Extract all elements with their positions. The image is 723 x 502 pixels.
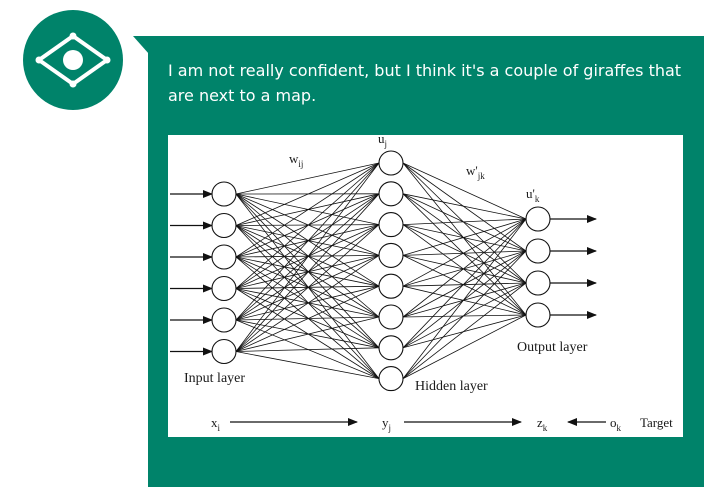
input-hidden-connection xyxy=(235,255,380,352)
hidden-output-connection xyxy=(402,255,527,284)
hidden-output-connection xyxy=(402,162,527,252)
output-node xyxy=(525,238,551,264)
input-hidden-connection xyxy=(235,162,380,226)
output-layer-label: Output layer xyxy=(517,340,588,355)
neural-network-figure: wij uj w'jk u'k Input layer Hidden layer… xyxy=(168,135,683,437)
hidden-node xyxy=(378,150,404,176)
input-hidden-connection xyxy=(235,162,380,195)
y-variable: yj xyxy=(382,415,391,433)
hidden-output-connection xyxy=(402,282,527,349)
neural-network-diagram: wij uj w'jk u'k Input layer Hidden layer… xyxy=(170,135,673,433)
input-hidden-connection xyxy=(235,193,380,352)
input-hidden-connection xyxy=(235,347,380,352)
hidden-output-connection xyxy=(402,218,527,318)
hidden-output-connection xyxy=(402,162,527,220)
input-hidden-connection xyxy=(235,351,380,379)
hidden-output-connection xyxy=(402,282,527,379)
hidden-output-connection xyxy=(402,224,527,252)
input-hidden-connection xyxy=(235,224,380,352)
input-hidden-connection xyxy=(235,162,380,258)
hidden-unit-label: uj xyxy=(378,135,387,149)
hidden-output-connection xyxy=(402,162,527,284)
message-line: I am not really confident, but I think i… xyxy=(168,61,682,80)
output-node xyxy=(525,206,551,232)
hidden-output-connection xyxy=(402,193,527,284)
weight-out-label: w'jk xyxy=(466,163,485,181)
hidden-output-connection xyxy=(402,218,527,287)
output-node xyxy=(525,302,551,328)
hidden-output-connection xyxy=(402,314,527,379)
hidden-output-connection xyxy=(402,218,527,256)
hidden-output-connection xyxy=(402,282,527,287)
hidden-output-connection xyxy=(402,250,527,318)
output-node xyxy=(525,270,551,296)
hidden-node xyxy=(378,212,404,238)
hidden-node xyxy=(378,366,404,392)
input-node xyxy=(211,181,237,207)
input-node xyxy=(211,307,237,333)
message-line: are next to a map. xyxy=(168,86,317,105)
eye-diamond-icon xyxy=(23,10,123,110)
x-variable: xi xyxy=(211,415,221,433)
hidden-output-connection xyxy=(402,314,527,349)
hidden-output-connection xyxy=(402,250,527,379)
hidden-output-connection xyxy=(402,224,527,316)
output-unit-label: u'k xyxy=(526,186,540,204)
hidden-output-connection xyxy=(402,193,527,316)
target-label: Target xyxy=(640,415,673,430)
input-hidden-connection xyxy=(235,316,380,352)
input-hidden-connection xyxy=(235,162,380,289)
input-hidden-connection xyxy=(235,162,380,352)
input-layer-label: Input layer xyxy=(184,371,245,386)
o-variable: ok xyxy=(610,415,622,433)
hidden-output-connection xyxy=(402,250,527,287)
hidden-node xyxy=(378,242,404,268)
input-hidden-connection xyxy=(235,285,380,352)
z-variable: zk xyxy=(537,415,548,433)
hidden-output-connection xyxy=(402,218,527,379)
hidden-layer-label: Hidden layer xyxy=(415,379,488,394)
input-node xyxy=(211,212,237,239)
input-node xyxy=(211,275,237,302)
assistant-message-text: I am not really confident, but I think i… xyxy=(168,58,688,108)
hidden-output-connection xyxy=(402,255,527,316)
hidden-output-connection xyxy=(402,285,527,316)
assistant-avatar xyxy=(23,10,123,110)
hidden-output-connection xyxy=(402,218,527,225)
hidden-output-connection xyxy=(402,193,527,252)
hidden-output-connection xyxy=(402,250,527,256)
hidden-node xyxy=(378,335,404,361)
hidden-node xyxy=(378,304,404,330)
weight-in-label: wij xyxy=(289,151,303,169)
hidden-output-connection xyxy=(402,314,527,318)
hidden-output-connection xyxy=(402,282,527,318)
input-hidden-connection xyxy=(235,162,380,321)
hidden-output-connection xyxy=(402,193,527,220)
hidden-node xyxy=(378,273,404,299)
hidden-output-connection xyxy=(402,218,527,349)
hidden-node xyxy=(378,181,404,207)
hidden-output-connection xyxy=(402,224,527,284)
hidden-output-connection xyxy=(402,162,527,316)
input-node xyxy=(211,244,237,270)
input-node xyxy=(211,338,237,365)
